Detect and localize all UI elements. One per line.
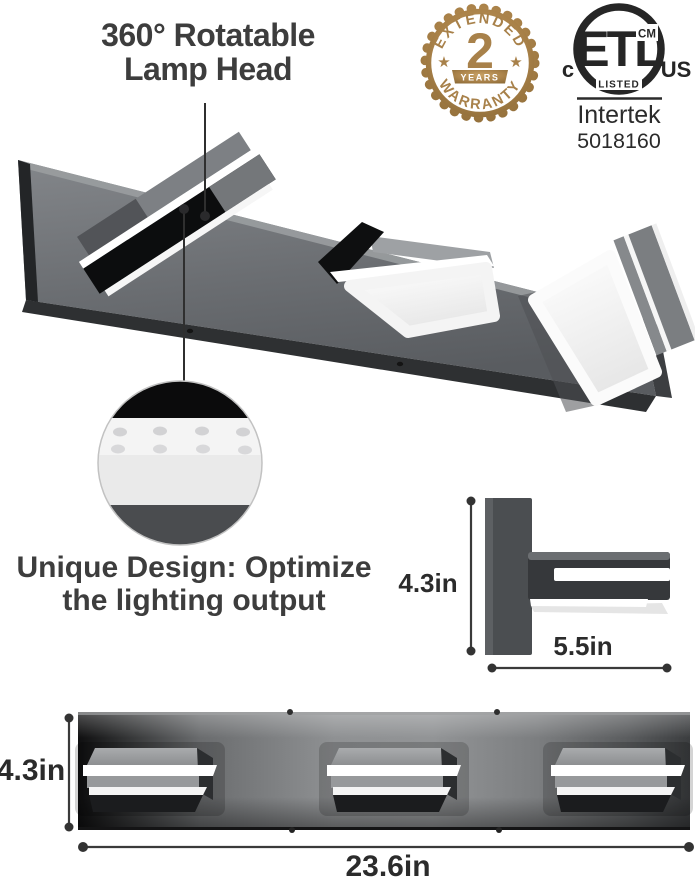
seal-ribbon-text: YEARS bbox=[460, 73, 499, 83]
star-left-icon: ★ bbox=[437, 54, 450, 71]
lamp-head-middle bbox=[318, 222, 500, 338]
seal-number: 2 bbox=[466, 23, 494, 79]
etl-cm-box bbox=[636, 24, 658, 41]
mount-screw bbox=[287, 709, 293, 715]
dimension-endpoint bbox=[662, 663, 672, 673]
feature-text: Unique Design: Optimize the lighting out… bbox=[8, 551, 380, 617]
front-view-bar-bottom-edge bbox=[78, 827, 690, 830]
star-right-icon: ★ bbox=[509, 54, 522, 71]
feature-line-2: the lighting output bbox=[62, 584, 326, 617]
etl-certification-mark: ETL CM LISTED c US Intertek 5018160 bbox=[562, 3, 692, 153]
side-view-height-label: 4.3in bbox=[398, 568, 457, 598]
mount-screw bbox=[496, 827, 502, 833]
perspective-fixture bbox=[18, 103, 695, 412]
dimension-endpoint bbox=[684, 842, 694, 852]
lamp-head-left-rotated bbox=[77, 131, 276, 297]
side-view-width-label: 5.5in bbox=[553, 631, 612, 661]
feature-line-1: Unique Design: Optimize bbox=[16, 551, 372, 584]
bar-bottom-bevel bbox=[22, 300, 656, 412]
mount-screw bbox=[186, 328, 194, 334]
dimension-endpoint bbox=[466, 646, 476, 656]
callout-dot bbox=[179, 204, 189, 214]
side-view-backplate bbox=[485, 498, 532, 655]
dimension-endpoint bbox=[466, 496, 476, 506]
seal-ribbon bbox=[452, 70, 508, 84]
mount-screw bbox=[289, 827, 295, 833]
callout-dot bbox=[200, 211, 210, 221]
listing-number-text: 5018160 bbox=[577, 129, 661, 153]
etl-cm-text: CM bbox=[638, 29, 656, 41]
intertek-text: Intertek bbox=[577, 101, 661, 129]
front-view-bar-top-edge bbox=[78, 712, 690, 715]
seal-scalloped-edge bbox=[420, 3, 540, 123]
mount-screw bbox=[396, 361, 404, 367]
seal-ring bbox=[425, 8, 535, 118]
degree-360-text: 360° bbox=[101, 17, 166, 53]
mount-screw bbox=[494, 709, 500, 715]
magnifier-border bbox=[97, 380, 263, 546]
magnifier-detail bbox=[97, 380, 263, 546]
title-line-1: 360° Rotatable bbox=[101, 17, 315, 53]
etl-c-mark: c bbox=[562, 57, 574, 82]
dimension-endpoint bbox=[487, 663, 497, 673]
etl-listed-box bbox=[596, 77, 642, 90]
title-line-2: Lamp Head bbox=[124, 51, 292, 87]
side-view-lamp-arm bbox=[528, 552, 670, 614]
etl-us-mark: US bbox=[661, 57, 692, 82]
warranty-seal: EXTENDED WARRANTY 2 ★ ★ YEARS bbox=[420, 3, 540, 123]
front-view-width-label: 23.6in bbox=[345, 850, 430, 879]
dimension-endpoint bbox=[78, 842, 88, 852]
dimension-endpoint bbox=[64, 713, 74, 723]
front-view-diagram: 4.3in 23.6in bbox=[0, 709, 694, 879]
dimension-endpoint bbox=[64, 822, 74, 832]
rotatable-lamp-head-title: 360° Rotatable Lamp Head bbox=[58, 18, 358, 86]
lamp-head-right-rotated bbox=[518, 223, 695, 412]
etl-listed-text: LISTED bbox=[598, 80, 640, 91]
side-view-diagram: 4.3in 5.5in bbox=[398, 496, 672, 673]
bar-left-end bbox=[18, 160, 38, 302]
front-view-height-label: 4.3in bbox=[0, 754, 65, 787]
side-view-backplate-highlight bbox=[485, 498, 493, 655]
